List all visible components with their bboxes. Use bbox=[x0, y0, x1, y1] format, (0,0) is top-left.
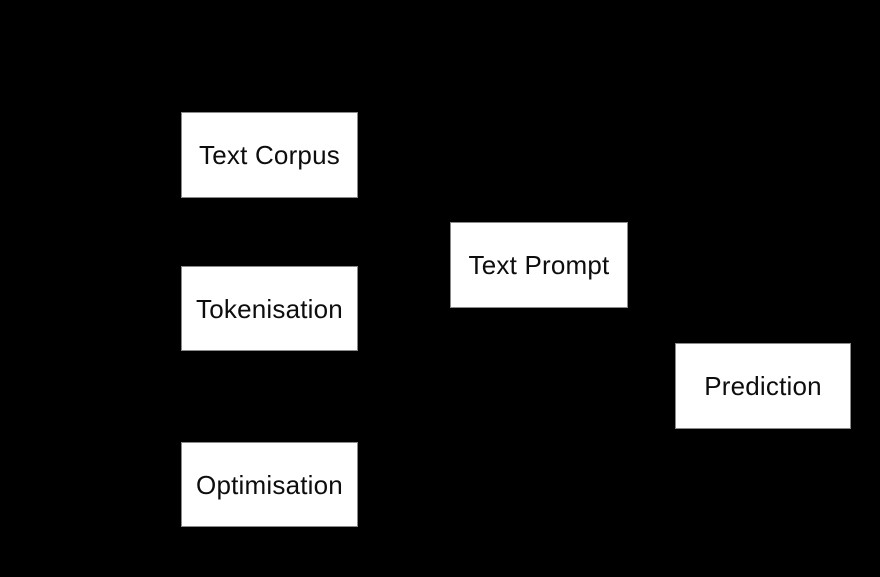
node-prediction: Prediction bbox=[675, 343, 851, 429]
node-tokenisation: Tokenisation bbox=[181, 266, 358, 351]
node-text-prompt: Text Prompt bbox=[450, 222, 628, 308]
node-text-corpus-label: Text Corpus bbox=[199, 140, 340, 170]
node-tokenisation-label: Tokenisation bbox=[196, 293, 343, 324]
node-optimisation-label: Optimisation bbox=[196, 469, 343, 500]
node-optimisation: Optimisation bbox=[181, 442, 358, 527]
node-text-prompt-label: Text Prompt bbox=[468, 250, 610, 280]
node-text-corpus: Text Corpus bbox=[181, 112, 358, 198]
node-prediction-label: Prediction bbox=[704, 371, 822, 401]
